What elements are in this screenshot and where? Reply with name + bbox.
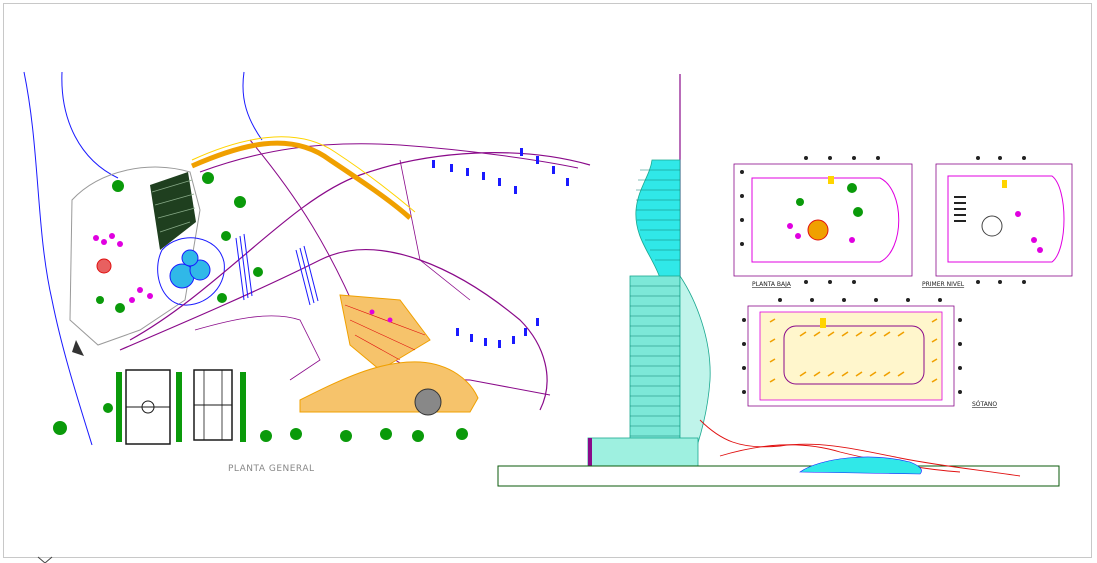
- yellow-walkway-edge: [191, 136, 416, 213]
- yellow-walkway: [190, 140, 412, 220]
- road-6: [194, 315, 321, 381]
- pool-2: [189, 259, 211, 281]
- left-building-outline: [69, 166, 201, 346]
- podium-stripe: [588, 438, 592, 466]
- road-3: [199, 143, 579, 173]
- bottom-tree-row: [53, 403, 468, 442]
- dark-green-garden: [150, 172, 196, 250]
- tower-upper: [635, 159, 681, 279]
- pink-pavilion: [96, 258, 112, 274]
- red-landscape-2: [719, 444, 961, 473]
- court-plantings: [116, 372, 246, 442]
- parking-upper-right: [432, 148, 569, 194]
- road-5: [399, 159, 471, 301]
- parking-lower-right: [456, 318, 539, 348]
- basement-ramp: [783, 325, 925, 385]
- north-arrow-icon: [72, 340, 84, 356]
- sheet-frame: [3, 3, 1092, 558]
- pool-3: [181, 249, 199, 267]
- elevation-pool: [799, 456, 922, 475]
- site-boundary-left: [23, 71, 93, 446]
- garden-hatch: [151, 179, 196, 233]
- tower-elevation: [497, 74, 1060, 487]
- road-1: [119, 249, 548, 411]
- road-2: [129, 152, 591, 341]
- orange-plaza: [339, 294, 431, 371]
- lower-plaza: [299, 361, 479, 413]
- podium: [587, 437, 699, 467]
- ground-floor-outline: [751, 177, 900, 263]
- site-plan: PLANTA GENERAL: [23, 71, 591, 474]
- basement-parking-marks: [769, 318, 938, 383]
- tower-lower: [629, 275, 681, 465]
- first-floor-plan: PRIMER NIVEL: [922, 156, 1073, 288]
- green-trees: [96, 172, 263, 313]
- parking-center-hatch: [235, 233, 319, 306]
- ground-floor-plan: PLANTA BAJA: [733, 156, 913, 288]
- tower-shell: [679, 274, 711, 467]
- first-floor-title: PRIMER NIVEL: [922, 281, 965, 288]
- site-boundary-top: [61, 71, 119, 179]
- site-plan-title: PLANTA GENERAL: [228, 464, 315, 474]
- red-landscape-1: [699, 419, 1021, 477]
- pool-deck: [157, 237, 225, 306]
- site-boundary-right: [242, 71, 263, 141]
- magenta-plantings: [93, 233, 393, 323]
- plaza-hatch: [344, 304, 426, 361]
- basement-plan: SÓTANO: [742, 298, 997, 408]
- basement-title: SÓTANO: [972, 401, 997, 408]
- frame-chevron-icon[interactable]: [37, 556, 53, 563]
- amphitheatre: [414, 388, 442, 416]
- first-floor-outline: [947, 175, 1065, 263]
- tower-floor-lines: [630, 169, 680, 437]
- ground-slab: [497, 465, 1060, 487]
- ground-floor-title: PLANTA BAJA: [752, 281, 792, 288]
